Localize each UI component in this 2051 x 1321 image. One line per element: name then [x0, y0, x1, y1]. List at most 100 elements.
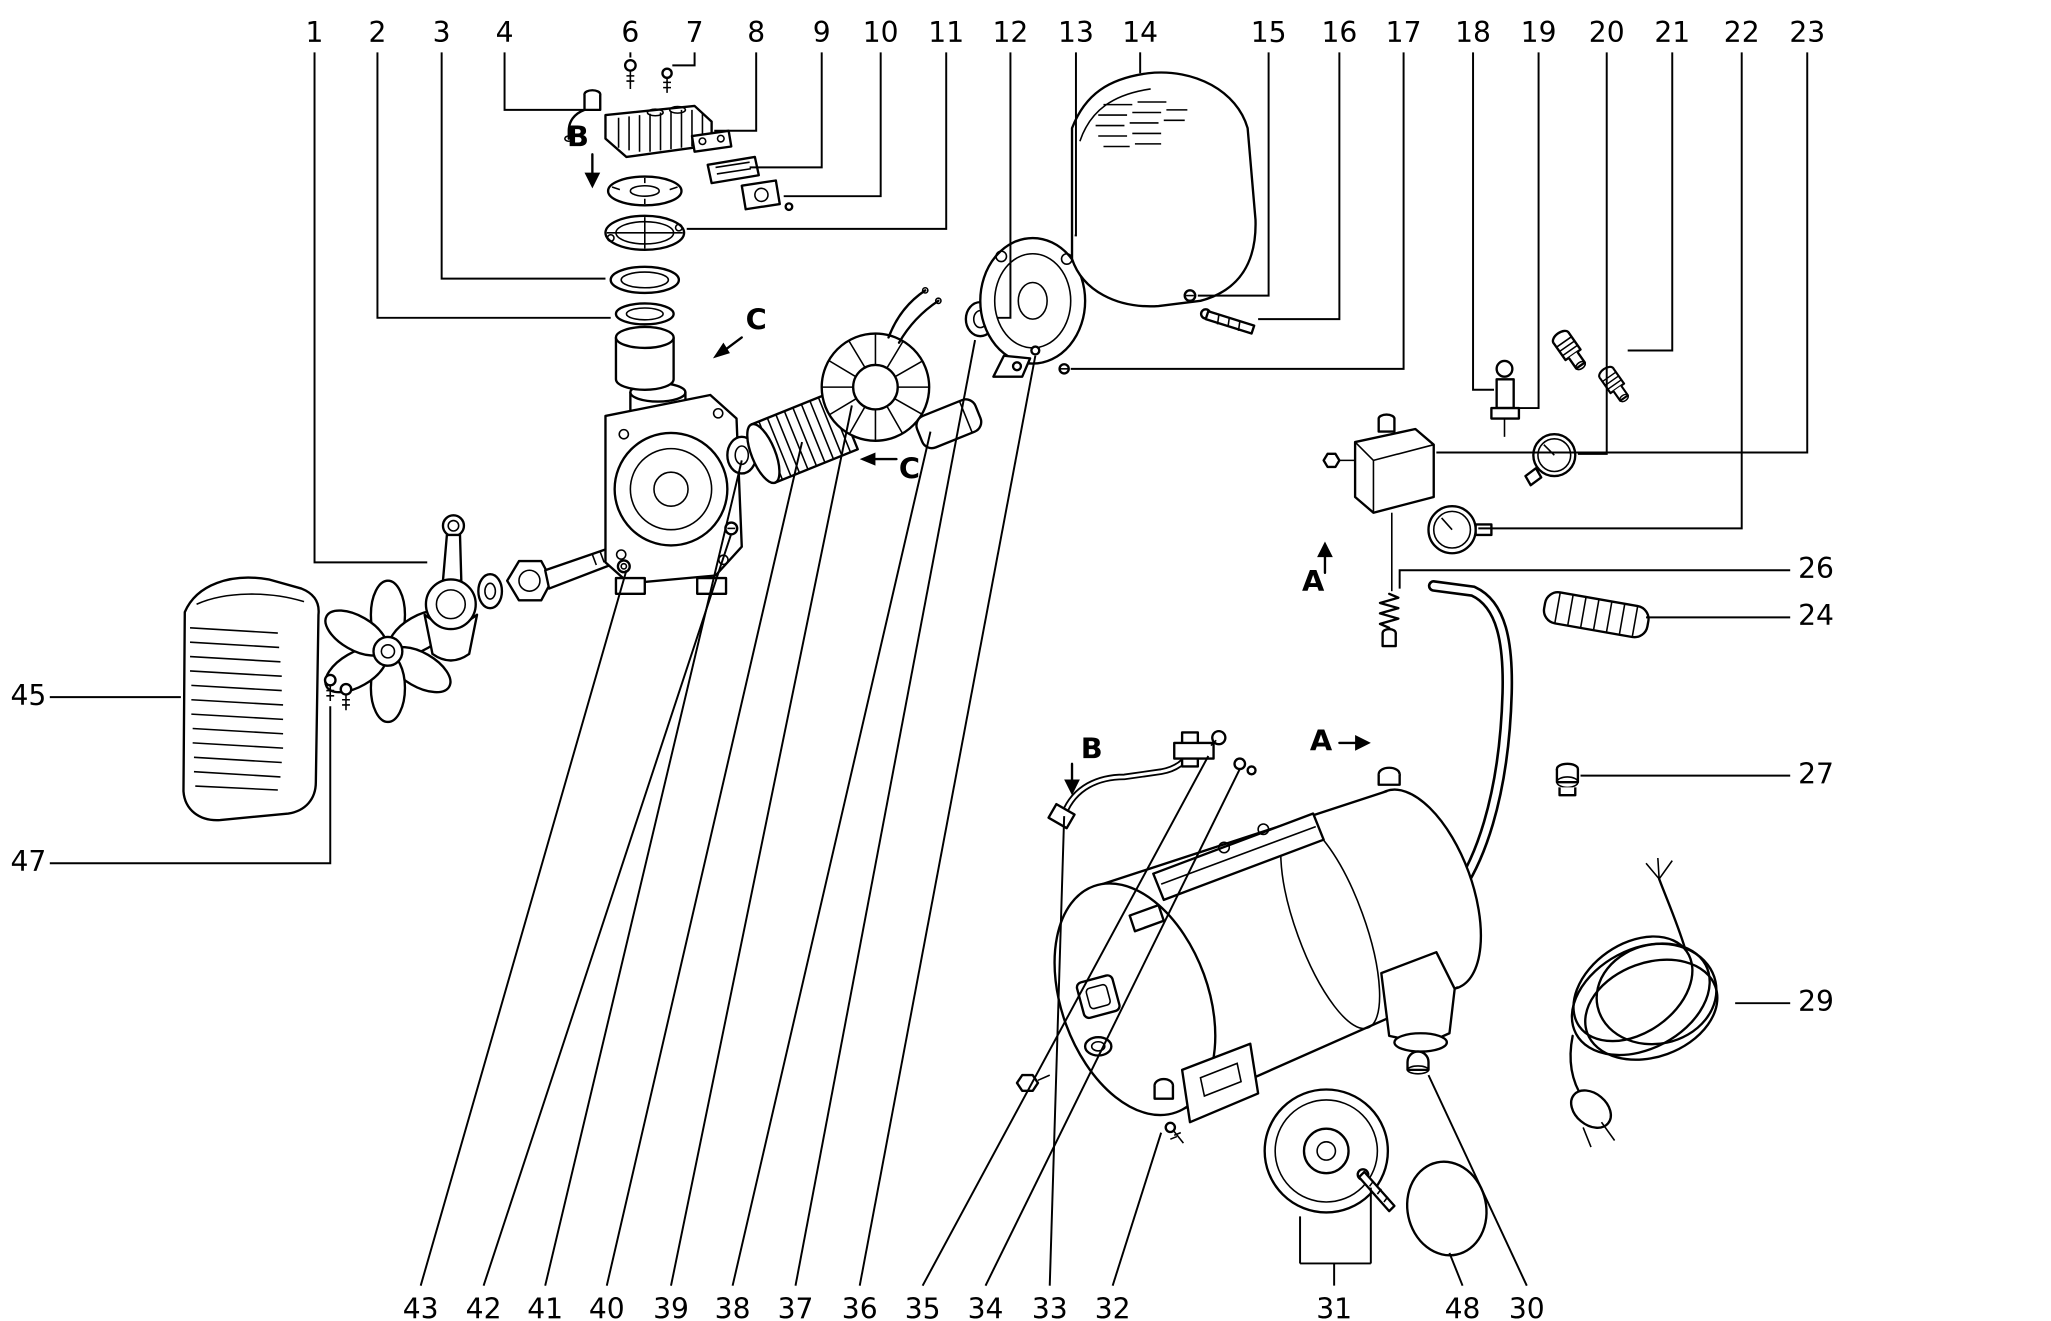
callout-14: 14 [1122, 16, 1158, 49]
callout-12: 12 [993, 16, 1029, 49]
reducer-plug [1555, 762, 1580, 797]
view-marker-C: C [899, 452, 920, 486]
callout-27: 27 [1798, 757, 1834, 790]
crankshaft-connecting-rod [423, 514, 619, 662]
callout-45: 45 [10, 679, 46, 712]
callout-47: 47 [10, 845, 46, 878]
rear-foot [1380, 950, 1456, 1053]
callout-35: 35 [905, 1292, 941, 1321]
handle-grip [1542, 591, 1650, 639]
callout-19: 19 [1521, 16, 1557, 49]
callout-41: 41 [527, 1292, 563, 1321]
callout-32: 32 [1095, 1292, 1131, 1321]
tube-washer-2 [1246, 765, 1257, 776]
wheel [1263, 1088, 1396, 1214]
front-leg [1180, 1042, 1260, 1124]
power-cord [1569, 857, 1719, 1148]
callout-29: 29 [1798, 985, 1834, 1018]
callout-21: 21 [1654, 16, 1690, 49]
motor-stator [820, 286, 942, 442]
tank-mounting-bracket [1128, 812, 1325, 933]
callout-11: 11 [928, 16, 964, 49]
drain-fitting [1153, 1077, 1185, 1144]
cap-nut [1406, 1050, 1430, 1075]
crankcase-pump-body [604, 382, 743, 595]
callout-6: 6 [621, 16, 639, 49]
quick-coupler-1 [1551, 329, 1587, 371]
tube-elbow-fitting [1047, 802, 1076, 830]
air-tank [1015, 580, 1514, 1144]
arrow-C-upper [724, 336, 743, 351]
callout-2: 2 [368, 16, 386, 49]
tank-plug-bolt [1015, 1073, 1051, 1092]
callout-33: 33 [1032, 1292, 1068, 1321]
callout-16: 16 [1321, 16, 1357, 49]
power-plug [1569, 1089, 1616, 1148]
callout-43: 43 [403, 1292, 439, 1321]
pressure-switch [1322, 413, 1435, 592]
callout-48: 48 [1445, 1292, 1481, 1321]
hubcap [1405, 1160, 1488, 1257]
end-bell-washer [1011, 361, 1023, 372]
tank-face-plate [1075, 974, 1121, 1020]
callout-39: 39 [653, 1292, 689, 1321]
view-marker-A: A [1302, 564, 1325, 598]
view-marker-C: C [746, 303, 767, 337]
callout-37: 37 [778, 1292, 814, 1321]
callout-8: 8 [747, 16, 765, 49]
callout-4: 4 [496, 16, 514, 49]
callout-42: 42 [466, 1292, 502, 1321]
elbow-air-fitting [564, 89, 602, 143]
tube-washer-1 [1233, 757, 1247, 771]
callout-3: 3 [433, 16, 451, 49]
callout-36: 36 [842, 1292, 878, 1321]
head-screw-right [661, 67, 673, 93]
callout-34: 34 [968, 1292, 1004, 1321]
callout-18: 18 [1455, 16, 1491, 49]
callout-1: 1 [306, 16, 324, 49]
view-marker-A: A [1310, 724, 1333, 758]
fan [324, 579, 452, 724]
view-arrows [584, 153, 1371, 796]
unloader-tube-assembly [1047, 729, 1257, 830]
fan-shroud-cover [182, 576, 320, 822]
callout-7: 7 [686, 16, 704, 49]
tank-port-fitting [1377, 766, 1401, 786]
callout-17: 17 [1386, 16, 1422, 49]
callout-10: 10 [863, 16, 899, 49]
view-marker-B: B [567, 120, 589, 154]
washer [616, 559, 631, 574]
view-marker-labels: B C C A A B [567, 120, 1333, 766]
axle-bolt [1356, 1168, 1396, 1213]
callout-38: 38 [715, 1292, 751, 1321]
tee-fitting [1173, 729, 1227, 768]
callout-22: 22 [1724, 16, 1760, 49]
valve-plate-parts [690, 129, 794, 212]
long-bolt [1199, 308, 1256, 335]
callout-30: 30 [1509, 1292, 1545, 1321]
head-screw-left [623, 58, 637, 89]
cylinder-head-stack [604, 175, 686, 391]
safety-valve [1490, 359, 1521, 437]
callout-20: 20 [1589, 16, 1625, 49]
callout-24: 24 [1798, 599, 1834, 632]
motor-housing-cover [1070, 71, 1257, 308]
switch-side-fitting [1322, 452, 1341, 469]
view-marker-B: B [1081, 732, 1103, 766]
pressure-gauge-large [1427, 504, 1493, 555]
leader-lines [49, 52, 1809, 1287]
callout-26: 26 [1798, 552, 1834, 585]
callout-15: 15 [1251, 16, 1287, 49]
callout-9: 9 [813, 16, 831, 49]
stator-wires [887, 289, 940, 344]
flange-bolt [1030, 345, 1041, 356]
callout-31: 31 [1316, 1292, 1352, 1321]
callout-40: 40 [589, 1292, 625, 1321]
callout-23: 23 [1789, 16, 1825, 49]
motor-end-bell [979, 236, 1087, 378]
cylinder-head [604, 104, 713, 159]
check-valve-spring [1378, 592, 1400, 648]
